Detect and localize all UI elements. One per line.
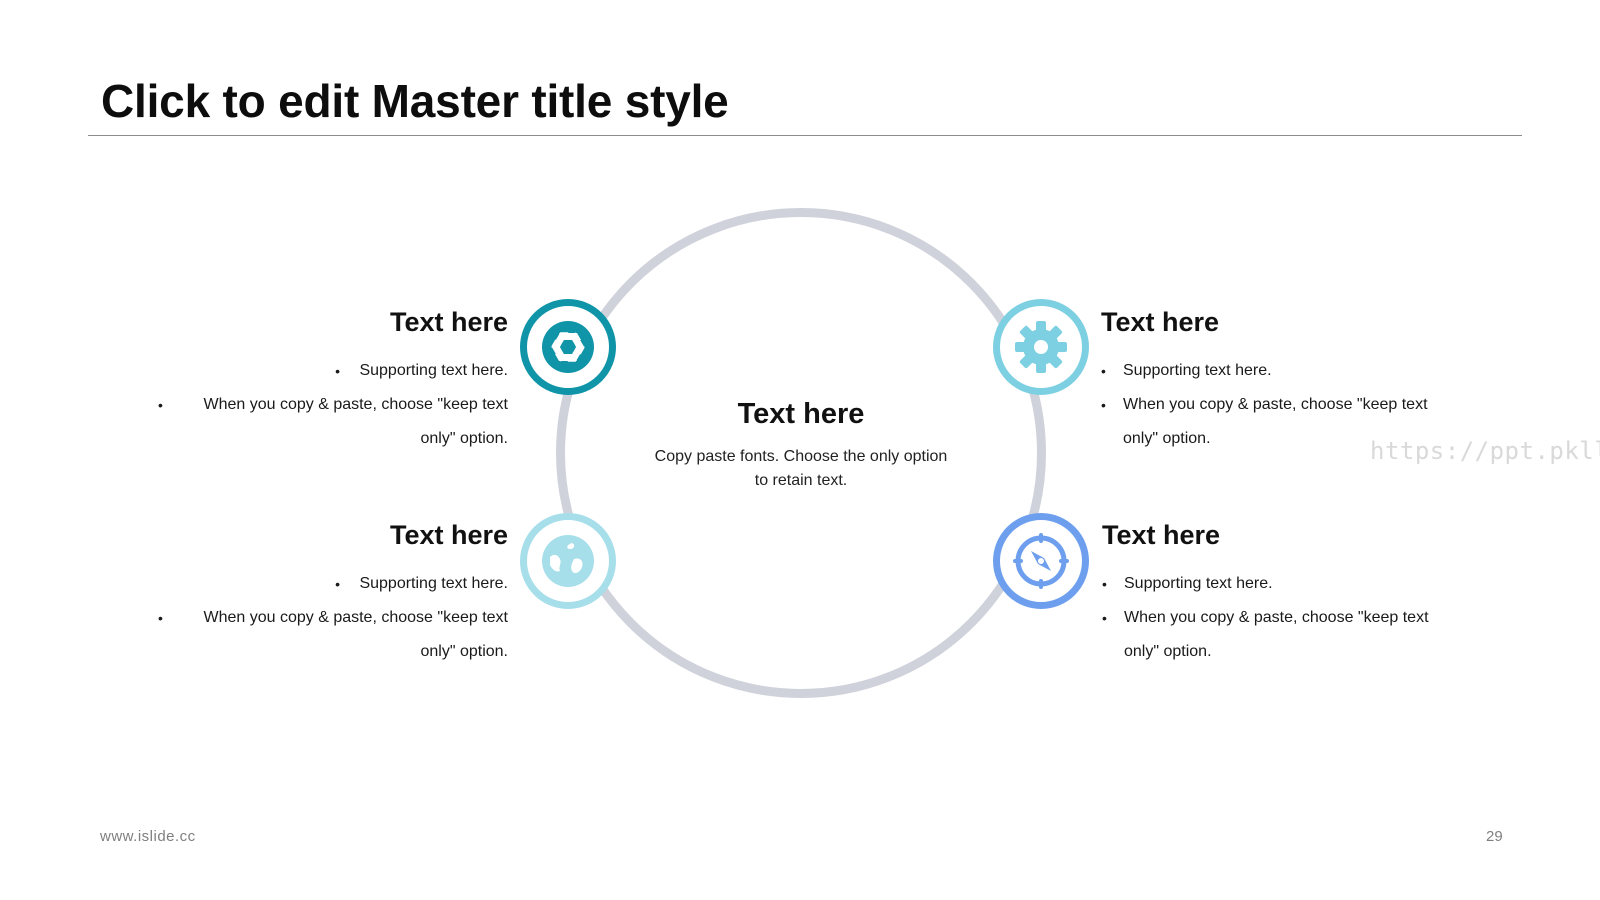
page-number: 29	[1486, 828, 1503, 845]
center-text-block[interactable]: Text here Copy paste fonts. Choose the o…	[631, 398, 971, 493]
bullet-item: When you copy & paste, choose "keep text…	[148, 601, 508, 669]
gear-icon	[993, 299, 1089, 395]
item-heading: Text here	[389, 520, 508, 550]
bullet-list: Supporting text here. When you copy & pa…	[1101, 354, 1461, 456]
bullet-item: Supporting text here.	[148, 567, 508, 601]
compass-icon	[993, 513, 1089, 609]
bullet-item: When you copy & paste, choose "keep text…	[1102, 601, 1462, 669]
title-divider	[88, 135, 1522, 136]
bullet-item: When you copy & paste, choose "keep text…	[1101, 388, 1461, 456]
compass-icon-graphic	[1013, 533, 1069, 589]
item-bottom-left[interactable]: Text here Supporting text here. When you…	[148, 520, 508, 669]
bullet-item: Supporting text here.	[148, 354, 508, 388]
page-title[interactable]: Click to edit Master title style	[101, 75, 729, 127]
item-top-right[interactable]: Text here Supporting text here. When you…	[1101, 307, 1461, 456]
aperture-icon-graphic	[542, 321, 594, 373]
item-top-left[interactable]: Text here Supporting text here. When you…	[148, 307, 508, 456]
central-ring	[556, 208, 1046, 698]
aperture-icon	[520, 299, 616, 395]
item-heading: Text here	[1101, 307, 1220, 337]
item-heading: Text here	[1102, 520, 1221, 550]
bullet-list: Supporting text here. When you copy & pa…	[1102, 567, 1462, 669]
bullet-item: When you copy & paste, choose "keep text…	[148, 388, 508, 456]
item-bottom-right[interactable]: Text here Supporting text here. When you…	[1102, 520, 1462, 669]
globe-icon	[520, 513, 616, 609]
item-heading: Text here	[389, 307, 508, 337]
globe-icon-graphic	[542, 535, 594, 587]
center-body-line-1: Copy paste fonts. Choose the only option	[654, 448, 948, 465]
center-heading: Text here	[737, 398, 865, 430]
bullet-list: Supporting text here. When you copy & pa…	[148, 354, 508, 456]
bullet-list: Supporting text here. When you copy & pa…	[148, 567, 508, 669]
center-body: Copy paste fonts. Choose the only option…	[631, 445, 971, 493]
bullet-item: Supporting text here.	[1102, 567, 1462, 601]
watermark: https://ppt.pkll.de	[1370, 437, 1600, 465]
bullet-item: Supporting text here.	[1101, 354, 1461, 388]
gear-icon-graphic	[1015, 321, 1067, 373]
footer-website: www.islide.cc	[100, 828, 196, 845]
center-body-line-2: to retain text.	[754, 472, 848, 489]
